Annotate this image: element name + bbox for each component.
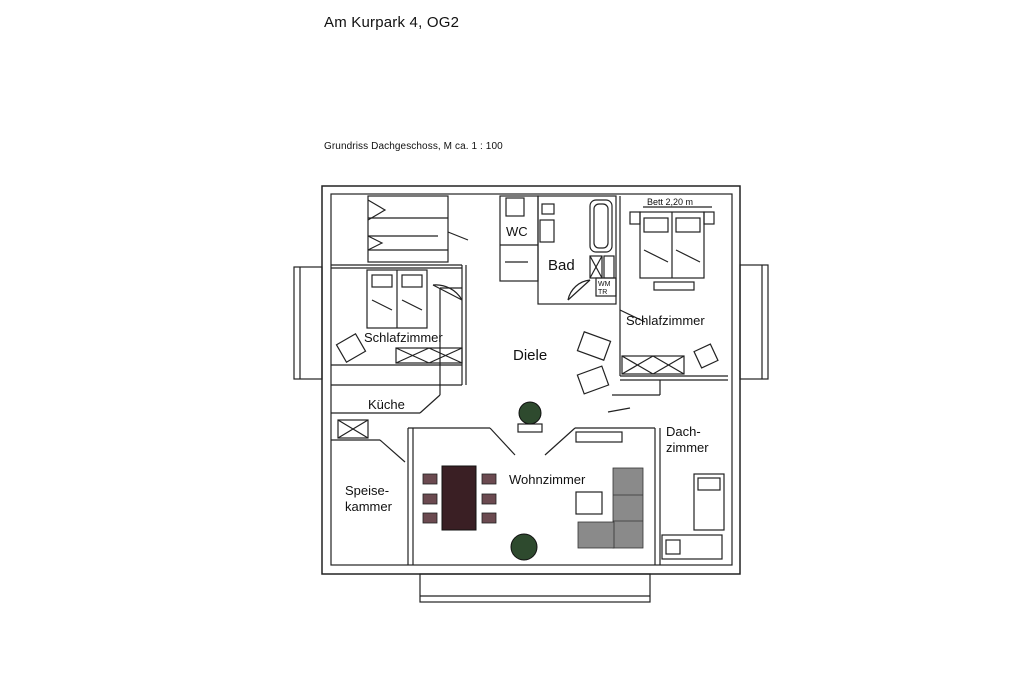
label-schlafzimmer-right: Schlafzimmer	[626, 313, 705, 328]
plant-stand	[517, 423, 543, 433]
plan-subtitle: Grundriss Dachgeschoss, M ca. 1 : 100	[324, 141, 503, 152]
bed-right	[629, 206, 715, 291]
wardrobe-left	[395, 347, 463, 364]
sideboard	[575, 431, 623, 443]
sofa	[577, 467, 644, 549]
chair-left-bedroom	[335, 333, 367, 363]
label-speisekammer-line2: kammer	[345, 499, 393, 514]
inner-wall	[330, 193, 733, 566]
chair-right-bedroom	[693, 343, 719, 369]
label-dachzimmer-line2: zimmer	[666, 440, 709, 455]
label-bad: Bad	[548, 257, 575, 274]
plant-diele	[518, 401, 542, 425]
dining-table	[441, 465, 477, 531]
label-speisekammer-line1: Speise-	[345, 483, 389, 498]
label-bed-size: Bett 2,20 m	[647, 197, 693, 207]
label-wohnzimmer: Wohnzimmer	[509, 472, 586, 487]
bed-left	[366, 269, 428, 329]
staircase	[367, 195, 469, 263]
label-kueche: Küche	[368, 397, 405, 412]
page-title: Am Kurpark 4, OG2	[324, 14, 460, 31]
label-dachzimmer-line1: Dach-	[666, 424, 701, 439]
dining-chairs	[422, 473, 497, 524]
wardrobe-right	[621, 355, 685, 375]
label-diele: Diele	[513, 347, 547, 364]
chair-diele-2	[576, 365, 610, 395]
balcony-left	[293, 266, 323, 380]
plant-wohnzimmer	[510, 533, 538, 561]
label-tr: TR	[598, 289, 607, 296]
coffee-table	[575, 491, 603, 515]
desk-dachzimmer	[661, 534, 723, 560]
balcony-right	[739, 264, 769, 380]
wc-bath-walls	[499, 195, 617, 305]
balcony-bottom	[419, 573, 651, 603]
label-wm: WM	[598, 281, 611, 288]
label-schlafzimmer-left: Schlafzimmer	[364, 330, 443, 345]
label-wc: WC	[506, 224, 528, 239]
kitchen-counter	[337, 419, 369, 439]
chair-diele-1	[576, 331, 612, 361]
bed-dachzimmer	[693, 473, 725, 531]
